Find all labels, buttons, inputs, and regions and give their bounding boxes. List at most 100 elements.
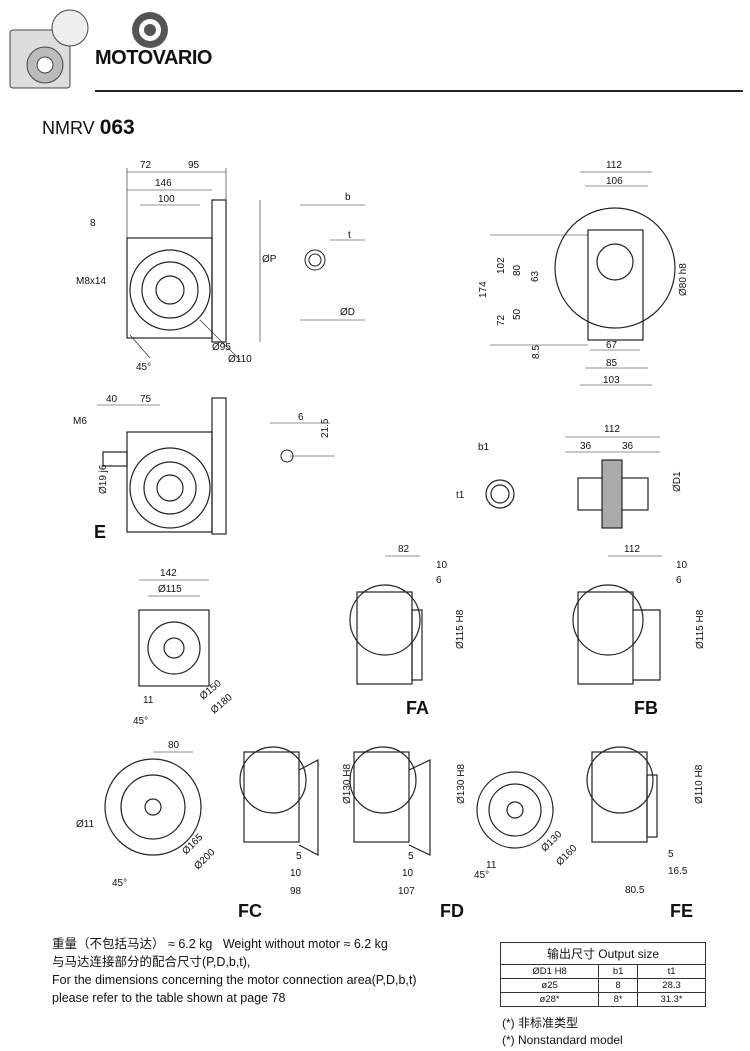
svg-text:Ø160: Ø160 bbox=[554, 843, 579, 868]
table-row: ø28* 8* 31.3* bbox=[499, 992, 706, 1007]
svg-text:6: 6 bbox=[298, 412, 304, 423]
side-view bbox=[490, 171, 676, 386]
svg-text:Ø80 h8: Ø80 h8 bbox=[678, 263, 689, 296]
hollow-shaft-view bbox=[485, 436, 660, 529]
svg-text:M6: M6 bbox=[73, 416, 87, 427]
svg-text:Ø200: Ø200 bbox=[192, 847, 217, 872]
svg-text:63: 63 bbox=[530, 270, 541, 282]
table-header: ØD1 H8 bbox=[499, 964, 600, 979]
svg-text:10: 10 bbox=[676, 560, 688, 571]
svg-text:82: 82 bbox=[398, 544, 410, 555]
svg-text:75: 75 bbox=[140, 394, 152, 405]
header-rule bbox=[95, 90, 743, 92]
svg-text:ØD: ØD bbox=[340, 307, 355, 318]
page-title: NMRV 063 bbox=[42, 116, 135, 140]
svg-text:8: 8 bbox=[90, 218, 96, 229]
svg-text:67: 67 bbox=[606, 340, 618, 351]
svg-text:45°: 45° bbox=[112, 878, 127, 889]
svg-text:8.5: 8.5 bbox=[531, 345, 542, 359]
fa-view bbox=[349, 555, 423, 685]
svg-text:50: 50 bbox=[512, 308, 523, 320]
model-prefix: NMRV bbox=[42, 118, 95, 138]
svg-text:FE: FE bbox=[670, 901, 693, 921]
table-header: t1 bbox=[637, 964, 706, 979]
svg-text:10: 10 bbox=[402, 868, 414, 879]
svg-text:Ø115 H8: Ø115 H8 bbox=[695, 609, 706, 649]
weight-en-value: ≈ 6.2 kg bbox=[343, 937, 388, 951]
svg-text:45°: 45° bbox=[474, 870, 489, 881]
svg-text:174: 174 bbox=[478, 281, 489, 298]
weight-cn: 重量（不包括马达） bbox=[52, 937, 165, 951]
svg-text:107: 107 bbox=[398, 886, 415, 897]
table-cell: 28.3 bbox=[637, 978, 706, 993]
table-header: b1 bbox=[598, 964, 639, 979]
svg-text:ØD1: ØD1 bbox=[672, 471, 683, 492]
table-cell: ø28* bbox=[499, 992, 600, 1007]
weight-line: 重量（不包括马达） ≈ 6.2 kg Weight without motor … bbox=[52, 935, 492, 953]
svg-text:36: 36 bbox=[580, 441, 592, 452]
svg-text:Ø115: Ø115 bbox=[158, 584, 182, 595]
shaft-key-view bbox=[300, 204, 365, 321]
svg-text:45°: 45° bbox=[133, 716, 148, 727]
svg-text:FD: FD bbox=[440, 901, 464, 921]
svg-text:102: 102 bbox=[496, 257, 507, 274]
svg-text:11: 11 bbox=[486, 860, 497, 871]
svg-text:106: 106 bbox=[606, 176, 623, 187]
svg-text:146: 146 bbox=[155, 178, 172, 189]
output-size-table: 输出尺寸 Output size ØD1 H8 b1 t1 ø25 8 28.3… bbox=[499, 942, 706, 1007]
svg-text:80: 80 bbox=[168, 740, 180, 751]
table-cell: 8 bbox=[598, 978, 639, 993]
svg-text:95: 95 bbox=[188, 160, 200, 171]
svg-text:Ø110: Ø110 bbox=[228, 354, 252, 365]
svg-text:Ø95: Ø95 bbox=[212, 342, 231, 353]
svg-text:Ø11: Ø11 bbox=[76, 819, 95, 830]
model-number: 063 bbox=[99, 116, 135, 139]
svg-text:10: 10 bbox=[290, 868, 302, 879]
svg-text:11: 11 bbox=[143, 695, 154, 706]
connection-en-2: please refer to the table shown at page … bbox=[52, 991, 286, 1005]
svg-text:Ø165: Ø165 bbox=[180, 832, 205, 857]
svg-text:100: 100 bbox=[158, 194, 175, 205]
svg-text:E: E bbox=[94, 522, 106, 542]
output-table-title: 输出尺寸 Output size bbox=[500, 942, 706, 965]
svg-text:5: 5 bbox=[408, 851, 414, 862]
footnotes: (*) 非标准类型 (*) Nonstandard model bbox=[502, 1015, 623, 1049]
svg-text:80: 80 bbox=[512, 264, 523, 276]
fe-view bbox=[586, 746, 658, 843]
svg-text:Ø130 H8: Ø130 H8 bbox=[456, 764, 467, 804]
svg-text:112: 112 bbox=[606, 160, 622, 171]
weight-en: Weight without motor bbox=[222, 937, 340, 951]
svg-text:M8x14: M8x14 bbox=[76, 276, 106, 287]
svg-text:Ø115 H8: Ø115 H8 bbox=[455, 609, 466, 649]
svg-text:112: 112 bbox=[624, 544, 640, 555]
svg-text:b1: b1 bbox=[478, 442, 490, 453]
svg-text:5: 5 bbox=[668, 849, 674, 860]
svg-text:98: 98 bbox=[290, 886, 302, 897]
svg-text:72: 72 bbox=[496, 314, 507, 326]
svg-text:21.5: 21.5 bbox=[320, 418, 331, 438]
svg-text:6: 6 bbox=[436, 575, 442, 586]
e-view bbox=[97, 397, 227, 535]
svg-text:142: 142 bbox=[160, 568, 177, 579]
svg-text:103: 103 bbox=[603, 375, 620, 386]
svg-text:80.5: 80.5 bbox=[625, 885, 645, 896]
svg-text:5: 5 bbox=[296, 851, 302, 862]
motovario-logo-icon bbox=[132, 12, 168, 48]
square-flange-view bbox=[138, 579, 210, 687]
svg-text:40: 40 bbox=[106, 394, 118, 405]
table-row: ø25 8 28.3 bbox=[499, 978, 706, 993]
svg-text:85: 85 bbox=[606, 358, 618, 369]
fc-view bbox=[239, 746, 319, 856]
svg-text:FA: FA bbox=[406, 698, 429, 718]
connection-en-1: For the dimensions concerning the motor … bbox=[52, 973, 417, 987]
svg-text:Ø130 H8: Ø130 H8 bbox=[342, 764, 353, 804]
svg-text:72: 72 bbox=[140, 160, 152, 171]
svg-text:t: t bbox=[348, 230, 351, 241]
svg-text:6: 6 bbox=[676, 575, 682, 586]
svg-text:45°: 45° bbox=[136, 362, 151, 373]
svg-text:ØP: ØP bbox=[262, 254, 277, 265]
svg-text:Ø110 H8: Ø110 H8 bbox=[694, 764, 705, 804]
footnote-cn: (*) 非标准类型 bbox=[502, 1016, 578, 1030]
svg-text:16.5: 16.5 bbox=[668, 866, 688, 877]
